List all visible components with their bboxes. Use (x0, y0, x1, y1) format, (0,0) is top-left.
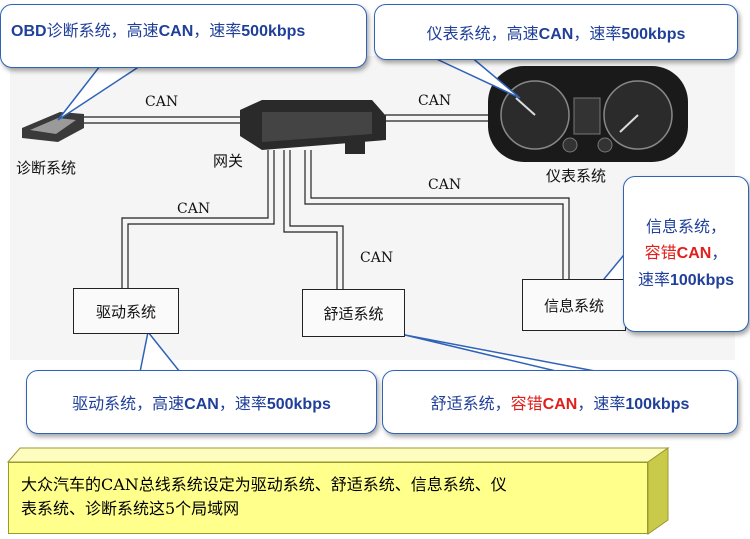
callout-info: 信息系统， 容错CAN， 速率100kbps (623, 176, 749, 332)
gateway-label: 网关 (213, 152, 244, 170)
callout-info-line2: 容错CAN， (644, 243, 728, 262)
comfort-system-node-label: 舒适系统 (323, 304, 384, 323)
diagnostic-system-label: 诊断系统 (16, 159, 77, 177)
comfort-system-node: 舒适系统 (302, 289, 405, 337)
can-label-instrument: CAN (418, 93, 452, 109)
instrument-cluster (488, 66, 688, 162)
diagnostic-connector (22, 112, 84, 142)
summary-box: 大众汽车的CAN总线系统设定为驱动系统、舒适系统、信息系统、仪 表系统、诊断系统… (8, 462, 648, 534)
drive-system-node-label: 驱动系统 (95, 302, 156, 321)
callout-drive: 驱动系统，高速CAN，速率500kbps (26, 370, 377, 434)
callout-comfort-text: 舒适系统，容错CAN，速率100kbps (430, 394, 690, 413)
callout-info-line1: 信息系统， (645, 217, 726, 236)
instrument-system-label: 仪表系统 (546, 167, 607, 185)
drive-system-node: 驱动系统 (73, 288, 179, 334)
callout-obd-text: OBD诊断系统，高速CAN，速率500kbps (11, 21, 306, 40)
info-system-node: 信息系统 (522, 279, 626, 331)
can-label-drive: CAN (177, 201, 211, 217)
can-label-comfort: CAN (360, 250, 394, 266)
callout-info-line3: 速率100kbps (637, 270, 735, 289)
callout-instrument: 仪表系统，高速CAN，速率500kbps (374, 4, 738, 60)
can-label-diagnostic: CAN (145, 94, 179, 110)
summary-line1: 大众汽车的CAN总线系统设定为驱动系统、舒适系统、信息系统、仪 (21, 475, 507, 494)
callout-instrument-text: 仪表系统，高速CAN，速率500kbps (426, 24, 686, 43)
callout-comfort: 舒适系统，容错CAN，速率100kbps (382, 370, 738, 434)
can-label-info: CAN (428, 177, 462, 193)
summary-line2: 表系统、诊断系统这5个局域网 (21, 499, 240, 518)
info-system-node-label: 信息系统 (543, 296, 604, 315)
callout-obd: OBD诊断系统，高速CAN，速率500kbps (0, 4, 367, 68)
gateway-device (240, 100, 386, 154)
callout-drive-text: 驱动系统，高速CAN，速率500kbps (72, 394, 331, 413)
